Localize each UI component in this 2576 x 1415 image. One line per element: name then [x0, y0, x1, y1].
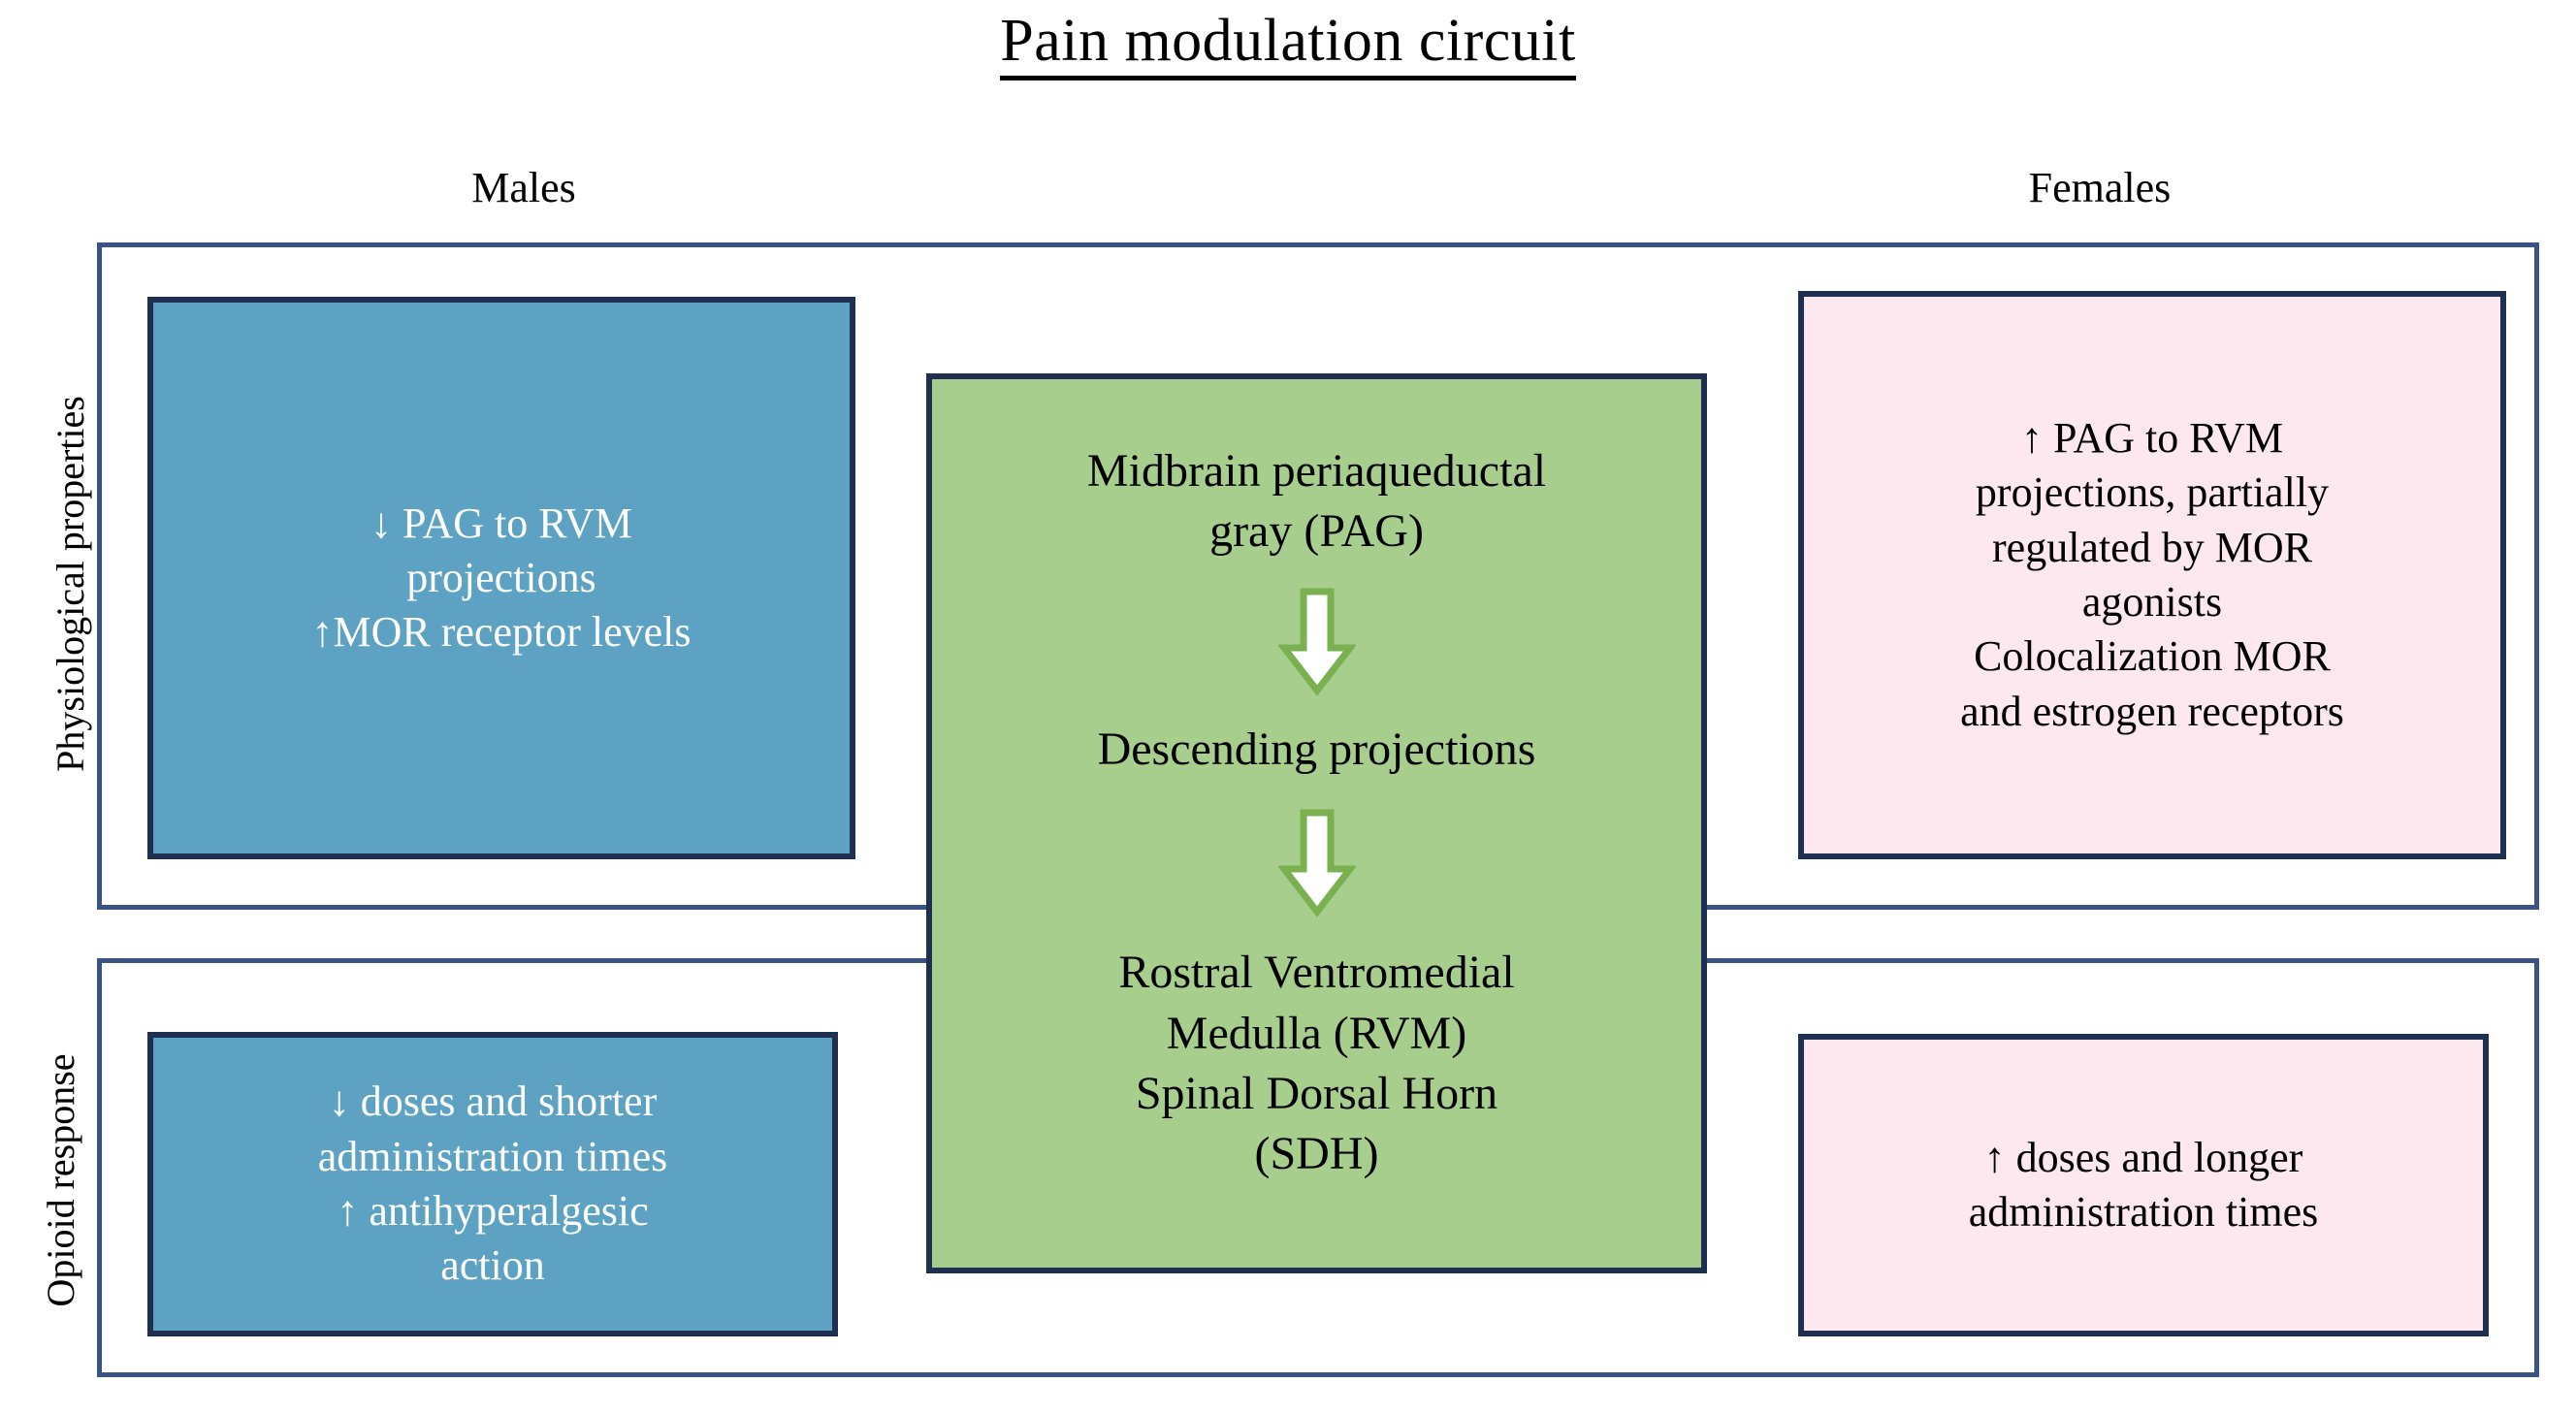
- row-label-opioid-response: Opioid response: [39, 1053, 82, 1307]
- column-header-females: Females: [2028, 164, 2172, 211]
- box-males-physiological-text: ↓ PAG to RVM projections ↑MOR receptor l…: [311, 498, 692, 657]
- column-header-males: Males: [471, 164, 576, 211]
- circuit-arrow-2: [932, 809, 1701, 917]
- box-females-opioid-response: ↑ doses and longer administration times: [1798, 1034, 2489, 1336]
- box-females-physiological-text: ↑ PAG to RVM projections, partially regu…: [1960, 414, 2344, 735]
- down-arrow-icon: [1277, 809, 1356, 917]
- circuit-node-descending-projections: Descending projections: [1097, 723, 1536, 775]
- box-females-opioid-text: ↑ doses and longer administration times: [1968, 1133, 2319, 1236]
- page-title: Pain modulation circuit: [0, 8, 2576, 81]
- circuit-node-rvm-sdh: Rostral Ventromedial Medulla (RVM) Spina…: [1118, 947, 1515, 1180]
- box-pain-modulation-circuit: Midbrain periaqueductal gray (PAG) Desce…: [926, 373, 1707, 1273]
- box-males-opioid-response: ↓ doses and shorter administration times…: [147, 1032, 838, 1336]
- down-arrow-icon: [1277, 588, 1356, 696]
- box-males-physiological-properties: ↓ PAG to RVM projections ↑MOR receptor l…: [147, 297, 855, 859]
- circuit-node-periaqueductal-gray: Midbrain periaqueductal gray (PAG): [1086, 445, 1547, 558]
- page-title-text: Pain modulation circuit: [1000, 8, 1576, 81]
- box-males-opioid-text: ↓ doses and shorter administration times…: [317, 1077, 668, 1290]
- circuit-arrow-1: [932, 588, 1701, 696]
- row-label-physiological-properties: Physiological properties: [48, 396, 92, 772]
- box-females-physiological-properties: ↑ PAG to RVM projections, partially regu…: [1798, 291, 2506, 859]
